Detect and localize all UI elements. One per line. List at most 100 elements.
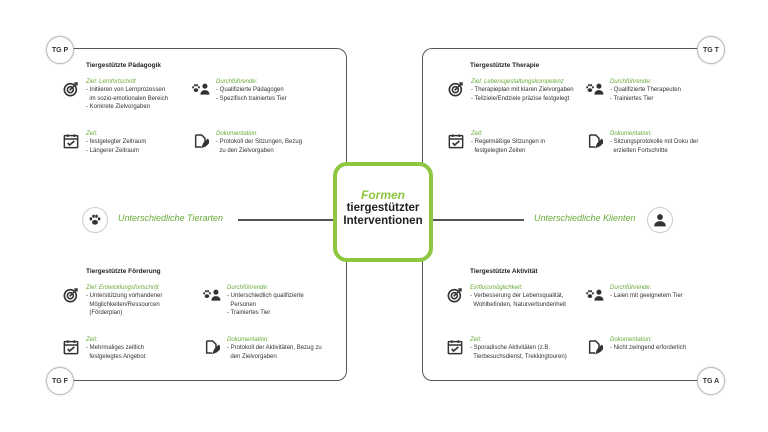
- target-icon: [446, 286, 464, 304]
- item-line: - Sporadische Aktivitäten (z.B.: [470, 345, 551, 351]
- badge-tg-p: TG P: [46, 36, 74, 64]
- left-connector-line: [238, 219, 334, 221]
- item-line: - Initiieren von Lernprozessen: [86, 87, 166, 93]
- item-line: - Verbesserung der Lebensqualität,: [470, 293, 564, 299]
- item-line: Tierbesuchsdienst, Trekkingtouren): [470, 353, 567, 360]
- item-label: Ziel: Entwicklungsfortschritt: [86, 285, 159, 291]
- paw-person-icon: [586, 80, 604, 98]
- frame-top-right: [422, 48, 713, 241]
- document-pen-icon: [586, 132, 604, 150]
- calendar-icon: [62, 338, 80, 356]
- document-pen-icon: [192, 132, 210, 150]
- center-box: Formen tiergestützter Interventionen: [333, 162, 433, 262]
- item-line: festgelegtes Angebot: [86, 353, 146, 360]
- item-line: - Unterstützung vorhandener: [86, 293, 163, 299]
- info-item: Zeit: - Sporadische Aktivitäten (z.B. Tie…: [446, 336, 567, 361]
- left-side-label: Unterschiedliche Tierarten: [118, 213, 223, 223]
- person-icon: [647, 207, 673, 233]
- target-icon: [447, 80, 465, 98]
- info-item: Ziel: Lebensgestaltungskompetenz - Therap…: [447, 78, 574, 103]
- paw-person-icon: [203, 286, 221, 304]
- info-item: Ziel: Entwicklungsfortschritt - Unterstüt…: [62, 284, 162, 318]
- item-label: Durchführende:: [216, 79, 258, 85]
- badge-label: TG T: [703, 46, 719, 54]
- center-title: Formen: [360, 188, 405, 202]
- item-line: - Protokoll der Sitzungen, Bezug: [216, 139, 303, 145]
- quadrant-title: Tiergestützte Aktivität: [470, 268, 538, 275]
- item-line: - Trainiertes Tier: [610, 95, 654, 102]
- info-item: Ziel: Lernfortschritt - Initiieren von Le…: [62, 78, 168, 112]
- item-label: Durchführende:: [227, 285, 269, 291]
- info-item: Dokumentation: - Protokoll der Aktivitäte…: [203, 336, 322, 361]
- item-line: - Teilziele/Endziele präzise festgelegt: [471, 95, 570, 102]
- frame-bottom-right: [422, 240, 713, 381]
- badge-tg-f: TG F: [46, 367, 74, 395]
- item-line: im sozio-emotionalen Bereich: [86, 95, 169, 102]
- paw-person-icon: [586, 286, 604, 304]
- frame-bottom-left: [58, 240, 347, 381]
- item-label: Durchführende:: [610, 79, 652, 85]
- item-label: Zeit:: [86, 337, 98, 343]
- paw-icon: [82, 207, 108, 233]
- right-connector-line: [432, 219, 524, 221]
- info-item: Durchführende: - Laien mit geeignetem Tie…: [586, 284, 683, 304]
- frame-top-left: [58, 48, 347, 241]
- document-pen-icon: [203, 338, 221, 356]
- item-line: - Mehrmaliges zeitlich: [86, 345, 145, 351]
- item-label: Zeit:: [471, 131, 483, 137]
- badge-tg-a: TG A: [697, 367, 725, 395]
- calendar-icon: [62, 132, 80, 150]
- document-pen-icon: [586, 338, 604, 356]
- calendar-icon: [447, 132, 465, 150]
- item-line: (Förderplan): [86, 310, 123, 316]
- item-line: - Unterschiedlich qualifizierte: [227, 293, 304, 299]
- quadrant-title: Tiergestützte Förderung: [86, 268, 161, 275]
- info-item: Zeit: - festgelegter Zeitraum - Längerer Z…: [62, 130, 146, 155]
- info-item: Dokumentation:- Sitzungsprotokolle mit D…: [586, 130, 698, 155]
- quadrant-title: Tiergestützte Therapie: [470, 62, 540, 69]
- center-subtitle: tiergestützter Interventionen: [343, 202, 423, 227]
- info-item: Durchführende: - Qualifizierte Therapeute…: [586, 78, 681, 103]
- item-label: Dokumentation:: [227, 337, 270, 343]
- item-line: - Regelmäßige Sitzungen in: [471, 139, 546, 145]
- item-line: - Konkrete Zielvorgaben: [86, 104, 151, 110]
- info-item: Durchführende:- Qualifizierte Pädagogen-…: [192, 78, 287, 103]
- item-line: Wohlbefinden, Naturverbundenheit: [470, 301, 566, 308]
- item-line: - Protokoll der Aktivitäten, Bezug zu: [227, 345, 322, 351]
- badge-label: TG A: [702, 377, 720, 385]
- item-line: - Trainiertes Tier: [227, 310, 271, 316]
- badge-tg-t: TG T: [697, 36, 725, 64]
- item-label: Ziel: Lernfortschritt: [86, 79, 136, 85]
- target-icon: [62, 80, 80, 98]
- item-line: - Nicht zwingend erforderlich: [610, 345, 687, 351]
- item-line: - Laien mit geeignetem Tier: [610, 293, 683, 299]
- item-label: Ziel: Lebensgestaltungskompetenz: [471, 79, 564, 85]
- item-line: festgelegten Zeiten: [471, 147, 526, 154]
- item-label: Zeit:: [86, 131, 98, 137]
- info-item: Zeit: - Mehrmaliges zeitlich festgelegtes…: [62, 336, 145, 361]
- info-item: Zeit: - Regelmäßige Sitzungen in festgele…: [447, 130, 545, 155]
- item-line: - Längerer Zeitraum: [86, 147, 140, 154]
- quadrant-title: Tiergestützte Pädagogik: [86, 62, 162, 69]
- item-line: den Zielvorgaben: [227, 353, 277, 360]
- item-label: Dokumentation:: [216, 131, 259, 137]
- item-line: - Qualifizierte Pädagogen: [216, 87, 284, 93]
- calendar-icon: [446, 338, 464, 356]
- right-side-label: Unterschiedliche Klienten: [534, 213, 636, 223]
- info-item: Einflussmöglichkeit:- Verbesserung der L…: [446, 284, 566, 309]
- item-line: - festgelegter Zeitraum: [86, 139, 147, 145]
- info-item: Durchführende: - Unterschiedlich qualifiz…: [203, 284, 304, 318]
- info-item: Dokumentation: - Protokoll der Sitzungen,…: [192, 130, 302, 155]
- item-label: Zeit:: [470, 337, 482, 343]
- badge-label: TG F: [52, 377, 68, 385]
- item-label: Dokumentation:: [610, 131, 653, 137]
- item-line: erzielten Fortschritte: [610, 147, 668, 154]
- item-line: - Therapieplan mit klaren Zielvorgaben: [471, 87, 574, 93]
- info-item: Dokumentation:- Nicht zwingend erforderl…: [586, 336, 686, 356]
- target-icon: [62, 286, 80, 304]
- item-line: Personen: [227, 301, 257, 308]
- item-line: zu den Zielvorgaben: [216, 147, 274, 154]
- item-line: - Qualifizierte Therapeuten: [610, 87, 681, 93]
- item-label: Durchführende:: [610, 285, 652, 291]
- badge-label: TG P: [51, 46, 69, 54]
